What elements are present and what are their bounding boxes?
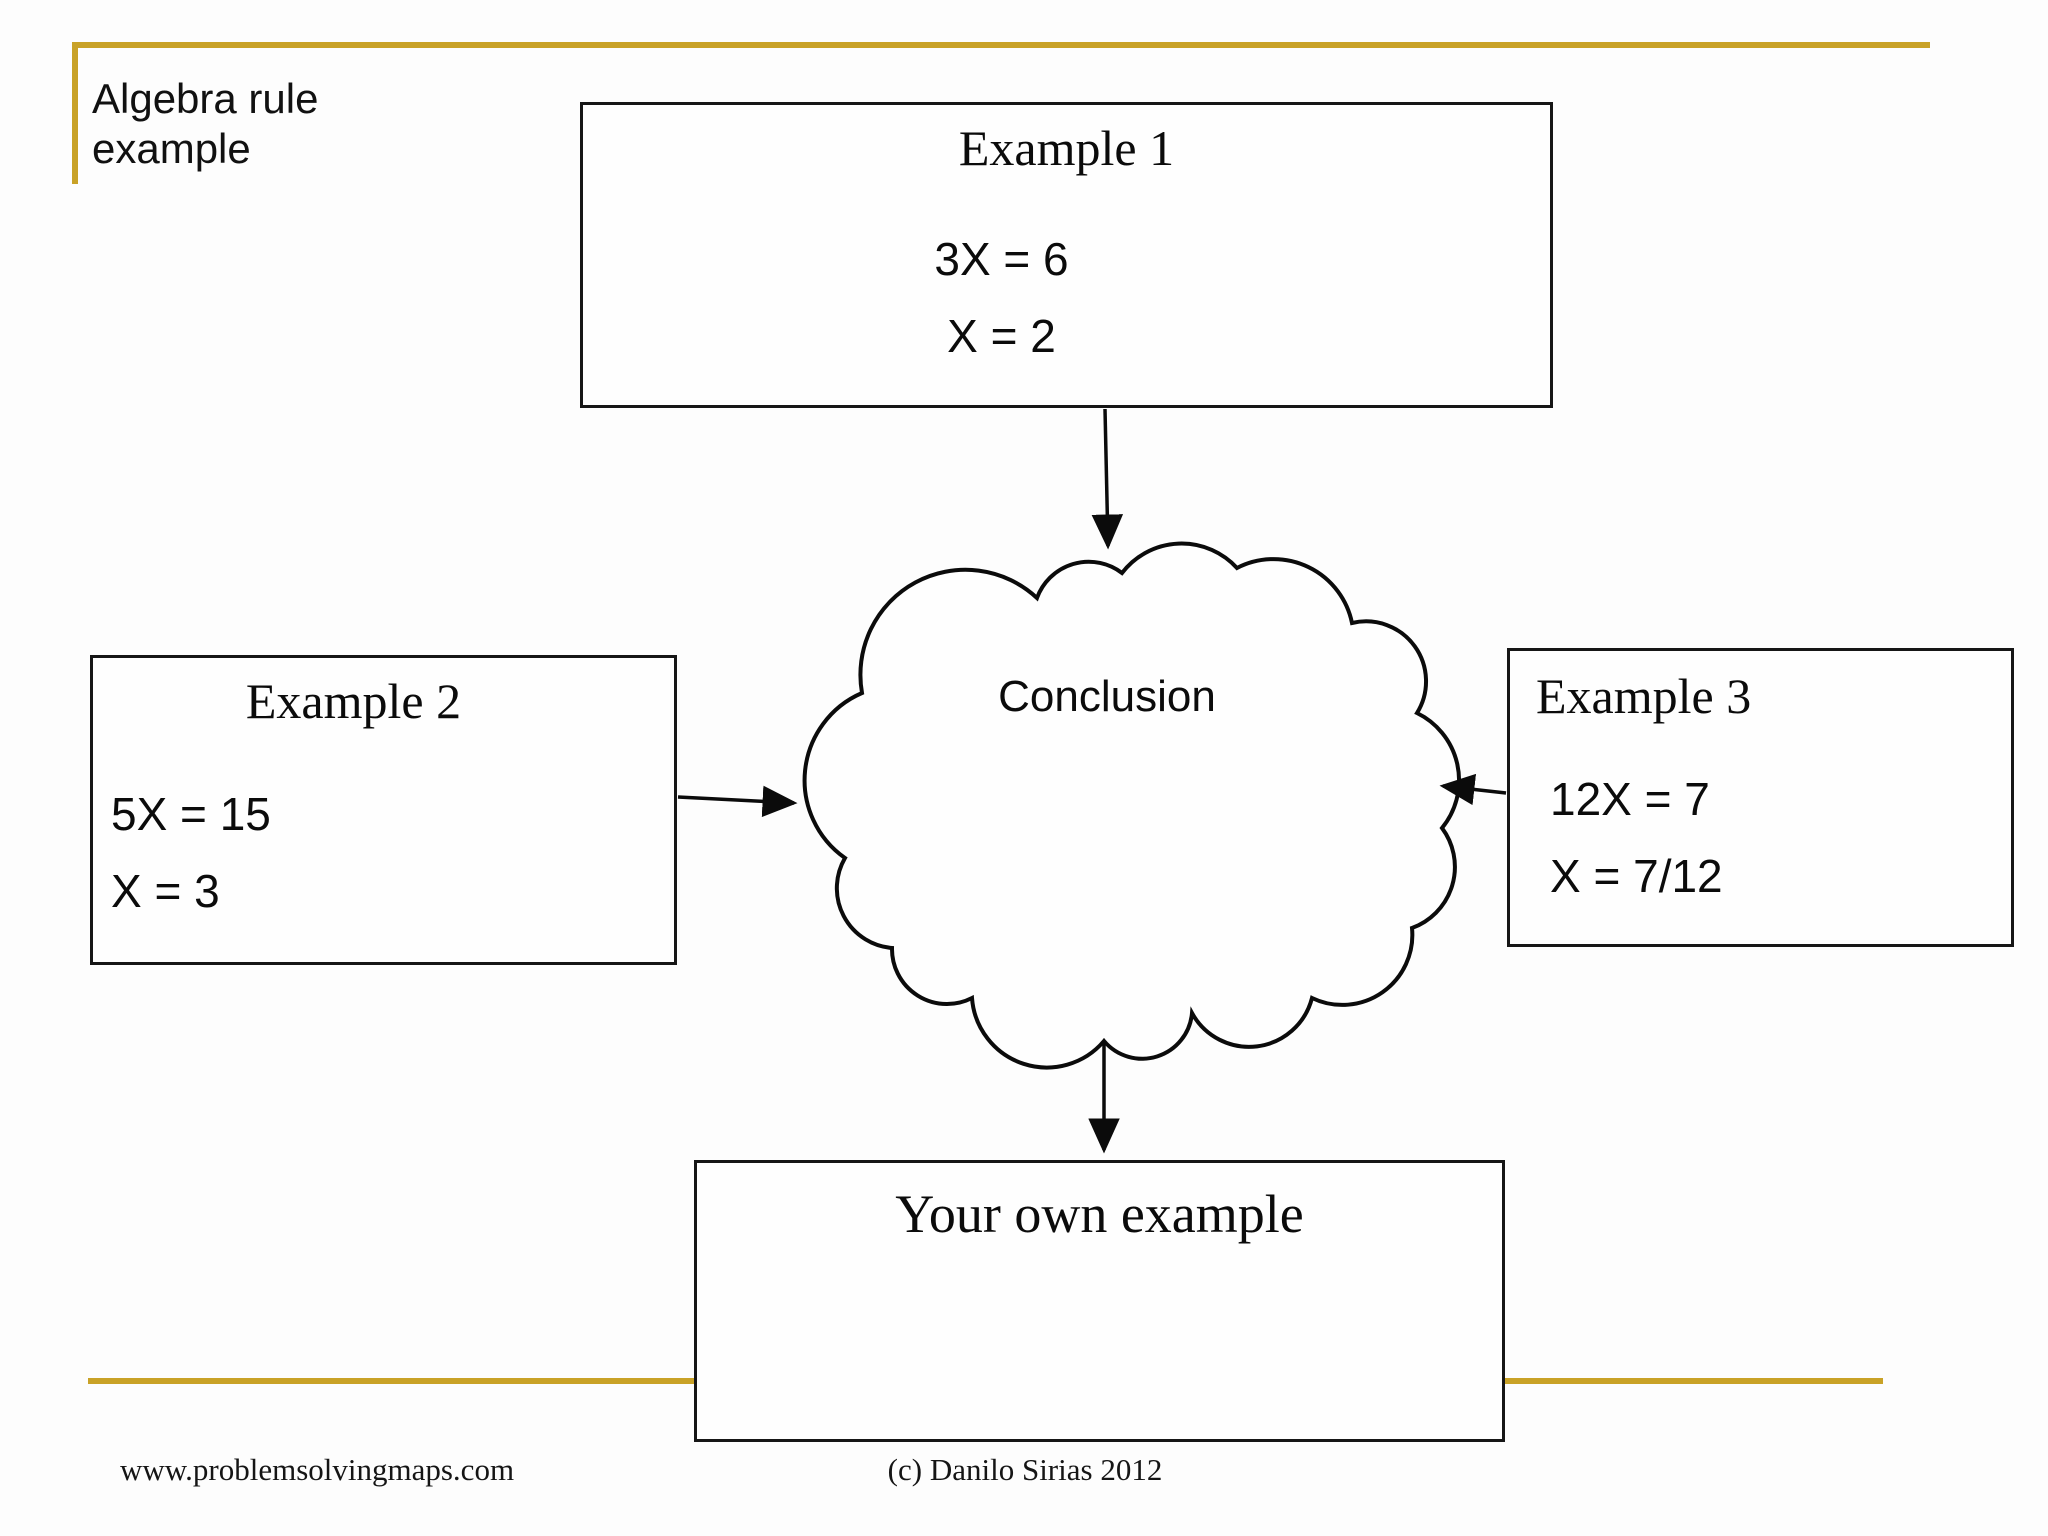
slide-title: Algebra rule example (92, 75, 319, 172)
example1-equation-2: X = 2 (947, 310, 1056, 363)
example3-equations: 12X = 7 X = 7/12 (1510, 761, 2011, 916)
conclusion-cloud (802, 541, 1462, 1070)
example1-title: Example 1 (958, 120, 1175, 176)
example2-equation-2: X = 3 (111, 865, 220, 918)
your-own-example-title: Your own example (895, 1184, 1304, 1244)
example3-equation-2: X = 7/12 (1550, 850, 1723, 903)
example3-box: Example 3 12X = 7 X = 7/12 (1507, 648, 2014, 947)
example2-title: Example 2 (245, 673, 462, 729)
example1-equation-1: 3X = 6 (934, 233, 1069, 285)
conclusion-label: Conclusion (998, 672, 1216, 721)
example2-equation-1: 5X = 15 (111, 788, 271, 840)
example3-equation-1: 12X = 7 (1550, 773, 1710, 825)
arrow-example1-to-cloud (1091, 408, 1124, 550)
example1-box: Example 1 3X = 6 X = 2 (580, 102, 1553, 408)
example1-equations: 3X = 6 X = 2 (583, 221, 1550, 376)
example3-title: Example 3 (1536, 668, 1752, 724)
your-own-example-box: Your own example (694, 1160, 1505, 1442)
footer-copyright: (c) Danilo Sirias 2012 (887, 1452, 1163, 1487)
left-accent-line (72, 42, 78, 184)
example2-box: Example 2 5X = 15 X = 3 (90, 655, 677, 965)
top-accent-line (76, 42, 1930, 48)
arrow-example2-to-cloud (677, 785, 798, 818)
arrow-example3-to-cloud (1439, 773, 1507, 806)
footer-website: www.problemsolvingmaps.com (120, 1452, 515, 1487)
example2-equations: 5X = 15 X = 3 (93, 776, 674, 931)
